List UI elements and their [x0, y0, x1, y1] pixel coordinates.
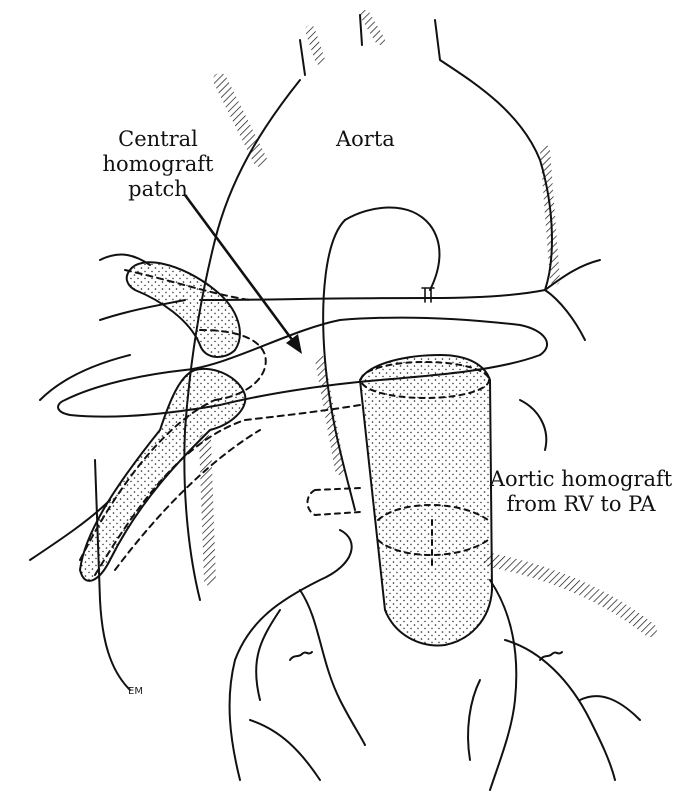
small-squiggle-2	[540, 652, 562, 660]
central-homograft-patch-label: Central homograft patch	[88, 127, 228, 202]
pa-branch-upper	[200, 290, 545, 300]
aortic-arch-inner	[345, 208, 439, 291]
small-squiggle-1	[290, 652, 312, 660]
aorta-right-wall	[435, 20, 552, 290]
left-vessel-3	[40, 355, 130, 400]
aortic-homograft-label: Aortic homograft from RV to PA	[470, 467, 692, 517]
patch-lower-stipple	[80, 369, 245, 581]
coronary-left-branch-b	[256, 610, 280, 700]
label-line: homograft	[88, 152, 228, 177]
coronary-left-branch-a	[300, 590, 365, 745]
pa-branch-right-lower	[545, 290, 585, 340]
artist-signature: EM	[128, 686, 143, 697]
label-line: patch	[88, 177, 228, 202]
coronary-left-branch-c	[250, 720, 320, 780]
coronary-right	[490, 580, 516, 790]
label-line: Aortic homograft	[470, 467, 692, 492]
central-homograft-patch	[127, 262, 240, 357]
coronary-right-branch-a	[505, 640, 615, 780]
coronary-left	[230, 530, 352, 780]
ascending-aorta-top-right	[360, 15, 362, 45]
ascending-aorta-top-left	[300, 40, 305, 75]
coronary-right-branch-b	[468, 680, 480, 760]
aorta-label: Aorta	[336, 127, 395, 152]
label-line: from RV to PA	[470, 492, 692, 517]
right-lower-vessel	[520, 400, 546, 450]
label-line: Central	[88, 127, 228, 152]
suture-clip	[422, 288, 434, 302]
